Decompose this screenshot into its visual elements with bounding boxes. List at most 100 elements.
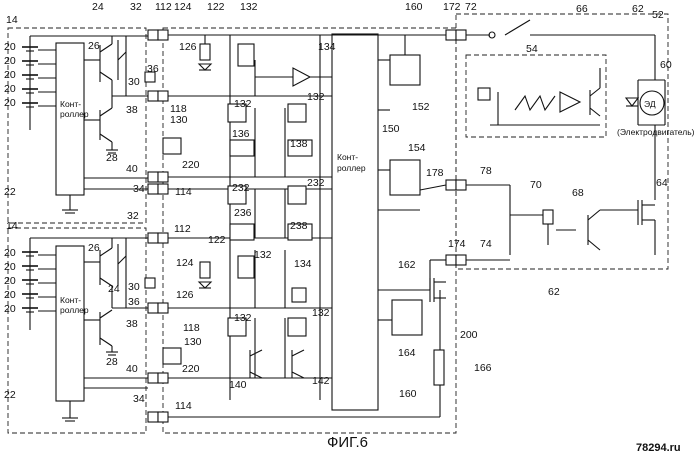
- ref-126-upper: 126: [179, 41, 197, 53]
- ref-20-b: 20: [4, 55, 16, 67]
- resistor-70: [542, 209, 554, 225]
- block-130-lower: [162, 347, 182, 365]
- ref-24-lower: 24: [108, 283, 120, 295]
- ref-74: 74: [480, 238, 492, 250]
- adapter-200-outline: [162, 27, 457, 434]
- block-154: [389, 159, 421, 196]
- ref-220-upper: 220: [182, 159, 200, 171]
- ref-174: 174: [448, 238, 466, 250]
- ref-130-lower: 130: [184, 336, 202, 348]
- ref-20-d: 20: [4, 83, 16, 95]
- ref-134-lower: 134: [294, 258, 312, 270]
- controller-upper-text-1: Конт-: [60, 99, 81, 109]
- ref-118-lower: 118: [183, 322, 200, 334]
- amp-134-upper: [255, 67, 332, 87]
- ref-220-lower: 220: [182, 363, 200, 375]
- ref-14-lower: 14: [6, 220, 18, 232]
- block-164: [391, 299, 423, 336]
- ref-38-lower: 38: [126, 318, 138, 330]
- ref-142: 142: [312, 375, 330, 387]
- motor-caption: (Электродвигатель): [617, 127, 695, 137]
- ref-66: 66: [576, 3, 588, 15]
- ref-134-upper: 134: [318, 41, 336, 53]
- ref-32-lower: 32: [127, 210, 139, 222]
- ref-72: 72: [465, 1, 477, 13]
- ref-140: 140: [229, 379, 247, 391]
- ref-178: 178: [426, 167, 444, 179]
- ref-238: 238: [290, 220, 308, 232]
- ref-132-d: 132: [234, 312, 252, 324]
- ref-22-lower: 22: [4, 389, 16, 401]
- ref-132-e: 132: [312, 307, 330, 319]
- controller-upper-text-2: роллер: [60, 109, 89, 119]
- watermark: 78294.ru: [636, 442, 681, 454]
- adapter-controller-150: [331, 33, 379, 411]
- ref-20-e: 20: [4, 97, 16, 109]
- ref-20-a: 20: [4, 41, 16, 53]
- ref-126-lower: 126: [176, 289, 194, 301]
- ref-166: 166: [474, 362, 492, 374]
- ref-124-lower: 124: [176, 257, 194, 269]
- ref-28-upper: 28: [106, 152, 118, 164]
- battery-cells-lower: [22, 237, 150, 330]
- transistors-140-142: [249, 349, 305, 379]
- ref-52: 52: [652, 9, 664, 21]
- ref-132-a: 132: [234, 98, 252, 110]
- battery-upper-wiring: [29, 36, 156, 214]
- battery-lower-wiring: [38, 238, 156, 422]
- battery-pack-upper-outline: [7, 27, 147, 224]
- ref-130-upper: 130: [170, 114, 188, 126]
- ref-26-lower: 26: [88, 242, 100, 254]
- ref-62-top: 62: [632, 3, 644, 15]
- ref-200: 200: [460, 329, 478, 341]
- ref-132-b: 132: [307, 91, 325, 103]
- ref-20-c: 20: [4, 69, 16, 81]
- amp-134-lower: [291, 287, 307, 303]
- ref-26-upper: 26: [88, 40, 100, 52]
- ref-132-c: 132: [254, 249, 272, 261]
- resistor-166: [433, 349, 445, 386]
- ref-150: 150: [382, 123, 400, 135]
- ref-38-upper: 38: [126, 104, 138, 116]
- tool-body-52-outline: [455, 13, 669, 270]
- ref-30-lower: 30: [128, 281, 140, 293]
- ref-60: 60: [660, 59, 672, 71]
- ref-62-bottom: 62: [548, 286, 560, 298]
- ref-36-upper: 36: [147, 63, 159, 75]
- transistor-162: [429, 278, 446, 302]
- ref-78: 78: [480, 165, 492, 177]
- block-152: [389, 54, 421, 86]
- ref-20-h: 20: [4, 275, 16, 287]
- block-130-upper: [162, 137, 182, 155]
- ref-114-upper: 114: [175, 186, 192, 198]
- ref-112-upper: 112: [155, 1, 172, 13]
- ref-20-f: 20: [4, 247, 16, 259]
- voltage-divider-122-lower: [197, 261, 213, 289]
- ref-28-lower: 28: [106, 356, 118, 368]
- tool-wiring: [466, 19, 666, 261]
- ref-20-i: 20: [4, 289, 16, 301]
- ref-36-lower: 36: [128, 296, 140, 308]
- ref-54: 54: [526, 43, 538, 55]
- ref-164: 164: [398, 347, 416, 359]
- ref-236: 236: [234, 207, 252, 219]
- ref-154: 154: [408, 142, 426, 154]
- ref-22-upper: 22: [4, 186, 16, 198]
- ref-20-g: 20: [4, 261, 16, 273]
- ref-122-upper: 122: [207, 1, 225, 13]
- ref-34-lower: 34: [133, 393, 145, 405]
- ref-14-upper: 14: [6, 14, 18, 26]
- ref-160-bottom: 160: [399, 388, 417, 400]
- adapter-controller-text-2: роллер: [337, 163, 366, 173]
- voltage-divider-122-upper: [197, 43, 213, 71]
- figure-caption: ФИГ.6: [327, 434, 368, 451]
- ref-136: 136: [232, 128, 250, 140]
- controller-lower: [55, 245, 85, 402]
- ref-232-b: 232: [307, 177, 325, 189]
- ref-160-top: 160: [405, 1, 423, 13]
- ref-118-upper: 118: [170, 103, 187, 115]
- terminals: [147, 29, 467, 423]
- ref-172: 172: [443, 1, 461, 13]
- battery-pack-lower-outline: [7, 227, 147, 434]
